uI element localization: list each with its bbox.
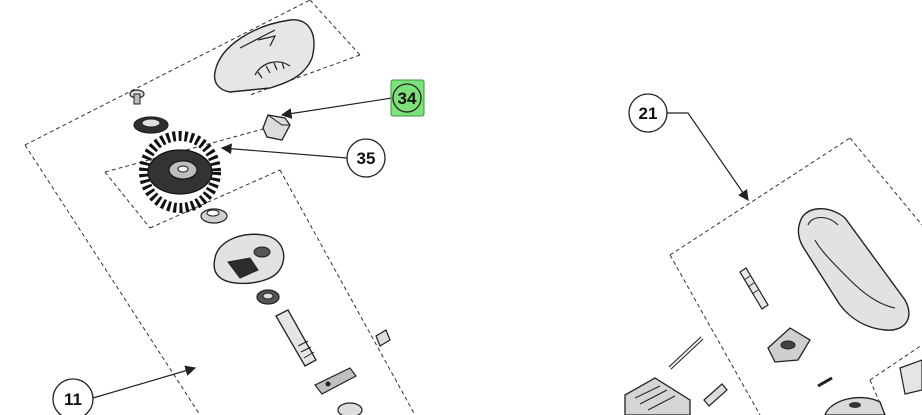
leader-line-11 xyxy=(92,365,197,399)
corner-part xyxy=(899,359,922,395)
small-pin-part xyxy=(375,329,391,347)
callout-11-label: 11 xyxy=(64,390,82,409)
bearing-part xyxy=(256,289,280,305)
callout-34[interactable]: 34 xyxy=(390,79,425,117)
washer-part xyxy=(133,116,169,134)
callout-35[interactable]: 35 xyxy=(346,138,386,178)
spring-part xyxy=(703,383,728,407)
screw-part xyxy=(129,89,145,105)
pin-part xyxy=(668,336,704,370)
assembly-35-outline xyxy=(104,124,416,415)
callout-35-label: 35 xyxy=(357,149,376,168)
callout-34-label: 34 xyxy=(398,89,417,108)
top-cover-part xyxy=(213,19,315,93)
assembly-21-outline xyxy=(669,137,922,415)
assembly-11-outline xyxy=(24,0,361,415)
leader-line-34 xyxy=(280,97,393,119)
motor-block-part xyxy=(624,377,691,415)
callout-21-label: 21 xyxy=(639,104,658,123)
short-rod-part xyxy=(817,376,833,388)
part-35-gear xyxy=(139,131,221,213)
leader-line-21 xyxy=(666,112,749,201)
knob-part xyxy=(767,327,811,363)
part-34-clip xyxy=(262,114,291,141)
shaft-part xyxy=(275,309,317,367)
lower-ring-part xyxy=(337,402,363,415)
drive-housing-part xyxy=(213,233,285,285)
bushing-part xyxy=(200,208,228,224)
lower-wheel-part xyxy=(824,396,886,415)
callout-21[interactable]: 21 xyxy=(628,93,668,133)
leader-line-35 xyxy=(220,143,348,159)
handle-part xyxy=(797,208,910,331)
callout-11[interactable]: 11 xyxy=(52,378,94,415)
bolt-part xyxy=(739,267,769,310)
link-bracket-part xyxy=(314,367,357,395)
